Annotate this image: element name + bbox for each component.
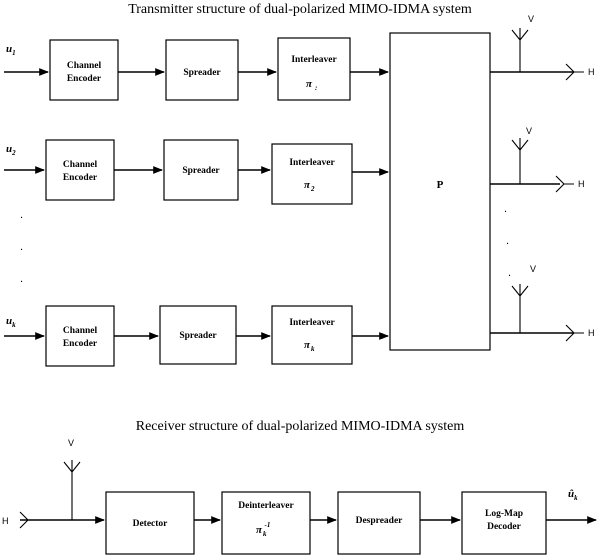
rx-v-antenna-icon — [63, 460, 81, 473]
deinterleaver-label: Deinterleaver — [238, 501, 294, 511]
decoder-line1: Log-Map — [485, 509, 523, 519]
input-uk-label: uk — [6, 315, 16, 329]
interleaver-k-box — [271, 305, 353, 365]
channel-encoder-2-box — [45, 139, 115, 201]
rx-h-antenna-label: H — [2, 516, 9, 526]
interleaver-k-pi: πk — [304, 339, 315, 353]
svg-text:.: . — [20, 273, 23, 285]
channel-encoder-2-line2: Encoder — [63, 173, 98, 183]
p-block-label: P — [437, 179, 444, 191]
h-antenna-k-icon — [565, 324, 584, 342]
v-antenna-2-icon — [511, 138, 529, 151]
interleaver-k-label: Interleaver — [289, 318, 335, 328]
receiver-chain: V H Detector Deinterleaver πk-1 Despread… — [2, 438, 597, 555]
output-antennas-1: V H — [490, 14, 595, 81]
spreader-1-label: Spreader — [183, 68, 221, 78]
rx-v-antenna-label: V — [68, 438, 74, 448]
output-antennas-k: V H — [490, 264, 595, 342]
interleaver-2-box — [271, 143, 353, 205]
channel-encoder-2-line1: Channel — [63, 160, 98, 170]
spreader-1-box — [165, 39, 239, 101]
row-ellipsis-left: . . . — [20, 209, 23, 285]
detector-label: Detector — [133, 519, 169, 529]
transmitter-row-1: u1 Channel Encoder Spreader Interleaver … — [4, 37, 389, 101]
output-antennas-2: V H — [490, 126, 585, 193]
despreader-box — [337, 491, 421, 555]
svg-text:.: . — [20, 209, 23, 221]
svg-text:.: . — [20, 241, 23, 253]
spreader-2-label: Spreader — [182, 166, 220, 176]
spreader-k-box — [159, 305, 237, 365]
despreader-label: Despreader — [356, 516, 404, 526]
spreader-2-box — [163, 139, 239, 201]
channel-encoder-1-line1: Channel — [67, 61, 102, 71]
h-antenna-2-icon — [555, 175, 574, 193]
transmitter-title: Transmitter structure of dual-polarized … — [128, 2, 472, 17]
interleaver-1-label: Interleaver — [291, 55, 337, 65]
interleaver-1-box — [277, 37, 351, 101]
deinterleaver-pi: πk-1 — [256, 521, 270, 538]
input-u2-label: u2 — [6, 143, 16, 157]
svg-text:.: . — [504, 203, 507, 215]
svg-text:.: . — [508, 267, 511, 279]
v-antenna-2-label: V — [526, 126, 532, 136]
interleaver-2-label: Interleaver — [289, 158, 335, 168]
h-antenna-1-label: H — [588, 67, 595, 77]
decoder-line2: Decoder — [487, 522, 522, 532]
receiver-title: Receiver structure of dual-polarized MIM… — [136, 419, 465, 434]
channel-encoder-k-line1: Channel — [63, 326, 98, 336]
h-antenna-1-icon — [565, 63, 584, 81]
interleaver-1-pi: π: — [306, 78, 317, 92]
channel-encoder-1-box — [49, 39, 119, 101]
v-antenna-k-label: V — [530, 264, 536, 274]
v-antenna-1-label: V — [528, 14, 534, 24]
input-u1-label: u1 — [6, 43, 16, 57]
row-ellipsis-right: . . . — [504, 203, 511, 279]
p-block — [389, 32, 491, 351]
deinterleaver-box — [221, 491, 311, 555]
v-antenna-k-icon — [511, 284, 529, 297]
channel-encoder-1-line2: Encoder — [67, 74, 102, 84]
detector-box — [105, 491, 195, 555]
svg-text:.: . — [506, 235, 509, 247]
transmitter-row-2: u2 Channel Encoder Spreader Interleaver … — [4, 139, 389, 205]
h-antenna-k-label: H — [588, 328, 595, 338]
output-uk-label: ûk — [568, 488, 578, 502]
h-antenna-2-label: H — [578, 179, 585, 189]
transmitter-row-k: uk Channel Encoder Spreader Interleaver … — [4, 305, 389, 367]
interleaver-2-pi: π2 — [304, 179, 315, 193]
channel-encoder-k-box — [45, 305, 115, 367]
channel-encoder-k-line2: Encoder — [63, 339, 98, 349]
v-antenna-1-icon — [511, 28, 529, 41]
decoder-box — [461, 491, 547, 555]
spreader-k-label: Spreader — [179, 331, 217, 341]
